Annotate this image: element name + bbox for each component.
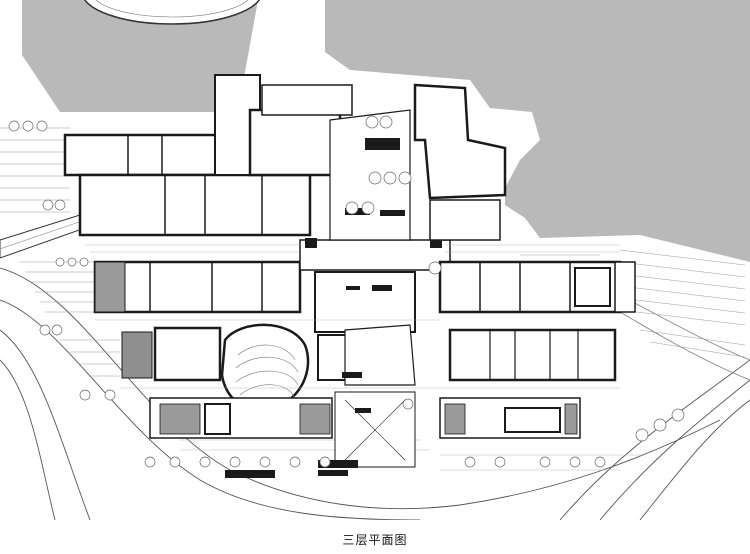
shaded-area-northwest xyxy=(22,0,258,112)
shaded-area-northeast xyxy=(325,0,750,262)
tree-symbols xyxy=(8,115,685,468)
paving-lines xyxy=(85,244,620,389)
east-block xyxy=(413,83,507,241)
left-bridge xyxy=(0,214,86,259)
solid-black-elements xyxy=(225,238,442,478)
boundary-curve-inner xyxy=(0,299,421,520)
figure-caption: 三层平面图 xyxy=(342,533,408,547)
lower-right-block xyxy=(439,397,581,439)
third-floor-plan-drawing xyxy=(0,0,750,520)
lower-left-block xyxy=(149,397,333,439)
upper-left-wing xyxy=(63,74,353,237)
middle-left-wing xyxy=(93,260,302,382)
circular-structure-outline xyxy=(83,0,261,25)
circular-structure xyxy=(83,0,261,25)
boundary-curve-outer xyxy=(0,267,721,510)
shaded-context-areas xyxy=(22,0,750,262)
east-wing xyxy=(438,260,636,382)
central-core xyxy=(299,239,451,468)
